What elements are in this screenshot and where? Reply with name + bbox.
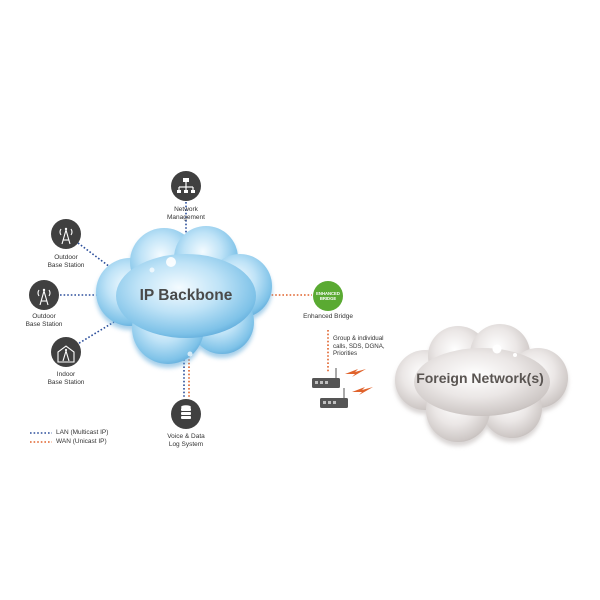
lightning-bolt-icon xyxy=(345,369,373,395)
database-icon xyxy=(181,405,191,419)
voice-data-log-node xyxy=(171,399,201,429)
cloud-highlight xyxy=(166,257,176,267)
outdoor-base-station-label-1: Outdoor Base Station xyxy=(47,254,85,269)
antenna-tower-icon xyxy=(37,288,51,306)
cloud-highlight xyxy=(187,351,193,357)
network-management-node xyxy=(171,171,201,201)
indoor-base-station-label: Indoor Base Station xyxy=(47,371,85,386)
network-management-label: Network Management xyxy=(167,206,205,221)
enhanced-bridge-node xyxy=(313,281,343,311)
enhanced-bridge-label: Enhanced Bridge xyxy=(303,313,353,320)
voice-data-log-label: Voice & Data Log System xyxy=(167,433,205,448)
foreign-network-cloud xyxy=(395,324,568,446)
cloud-highlight xyxy=(149,267,155,273)
outdoor-base-station-node-1 xyxy=(51,219,81,249)
network-tree-icon xyxy=(177,178,195,193)
legend xyxy=(30,432,52,443)
legend-wan-label: WAN (Unicast IP) xyxy=(56,438,107,445)
indoor-base-station-node xyxy=(51,337,81,367)
bridge-capabilities-note: Group & individual calls, SDS, DGNA, Pri… xyxy=(333,335,385,358)
enhanced-bridge-badge-label: ENHANCED BRIDGE xyxy=(316,291,340,301)
ip-backbone-title: IP Backbone xyxy=(139,287,233,304)
ip-backbone-cloud xyxy=(96,226,272,368)
cloud-highlight xyxy=(513,353,517,357)
lan-link-indoor-base-station xyxy=(75,321,115,346)
outdoor-base-station-node-2 xyxy=(29,280,59,310)
foreign-network-title: Foreign Network(s) xyxy=(416,370,544,386)
legend-lan-label: LAN (Multicast IP) xyxy=(56,429,109,436)
outdoor-base-station-label-2: Outdoor Base Station xyxy=(25,313,63,328)
indoor-antenna-icon xyxy=(57,345,75,363)
cloud-highlight xyxy=(492,344,502,354)
lan-link-outdoor-base-station-1 xyxy=(77,242,115,271)
radio-gateway-icon xyxy=(312,368,348,408)
antenna-tower-icon xyxy=(59,227,73,245)
